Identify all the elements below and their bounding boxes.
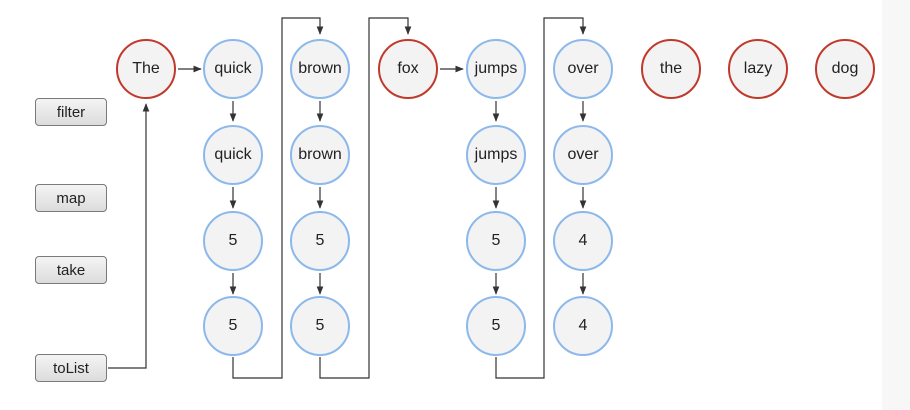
take-op: take	[35, 256, 107, 284]
brown-map-node: brown	[290, 125, 350, 185]
word-node-the-lower: the	[641, 39, 701, 99]
quick-take-node: 5	[203, 211, 263, 271]
word-node-over: over	[553, 39, 613, 99]
margin-shade	[882, 0, 910, 410]
filter-op: filter	[35, 98, 107, 126]
word-node-brown: brown	[290, 39, 350, 99]
edge-tolist-to-the	[108, 103, 150, 369]
quick-list-node: 5	[203, 296, 263, 356]
jumps-list-node: 5	[466, 296, 526, 356]
jumps-map-node: jumps	[466, 125, 526, 185]
map-op: map	[35, 184, 107, 212]
edge-quick-col-to-brown	[232, 17, 324, 379]
word-node-quick: quick	[203, 39, 263, 99]
word-node-dog: dog	[815, 39, 875, 99]
jumps-take-node: 5	[466, 211, 526, 271]
word-node-the: The	[116, 39, 176, 99]
over-list-node: 4	[553, 296, 613, 356]
brown-take-node: 5	[290, 211, 350, 271]
edge-brown-col-to-fox	[319, 17, 412, 379]
over-take-node: 4	[553, 211, 613, 271]
word-node-jumps: jumps	[466, 39, 526, 99]
tolist-op: toList	[35, 354, 107, 382]
edge-jumps-col-to-over	[495, 17, 587, 379]
quick-map-node: quick	[203, 125, 263, 185]
brown-list-node: 5	[290, 296, 350, 356]
over-map-node: over	[553, 125, 613, 185]
word-node-lazy: lazy	[728, 39, 788, 99]
word-node-fox: fox	[378, 39, 438, 99]
